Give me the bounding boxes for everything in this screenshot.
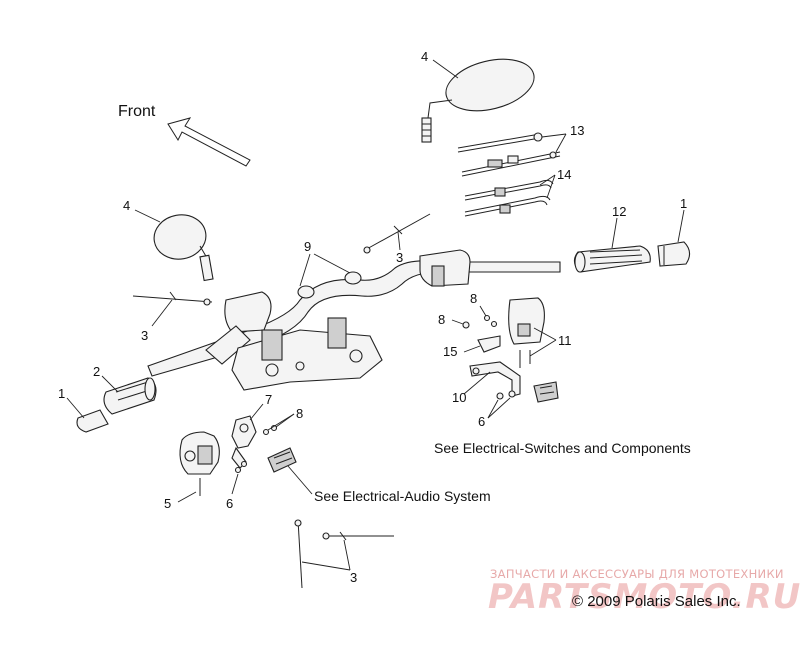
leader-c7	[249, 403, 264, 421]
leader-c11b	[529, 339, 557, 357]
leader-c11a	[533, 327, 557, 341]
callout-13: 13	[570, 123, 584, 138]
nuts-6-left	[234, 460, 248, 474]
leader-c2	[101, 375, 119, 393]
callout-4-left: 4	[123, 198, 130, 213]
handlebar-clamp-assembly	[231, 317, 383, 391]
right-switch-housing	[508, 297, 545, 368]
front-label: Front	[118, 103, 156, 120]
screws-8-mid	[262, 424, 278, 436]
leader-c9a	[299, 253, 311, 287]
cables-14	[464, 179, 554, 217]
leader-c6-right-a	[487, 399, 499, 419]
watermark: ЗАПЧАСТИ И АКСЕССУАРЫ ДЛЯ МОТОТЕХНИКИ PA…	[488, 567, 800, 617]
bracket-15	[477, 335, 501, 353]
callout-5: 5	[164, 496, 171, 511]
throttle-housing	[419, 249, 471, 287]
callout-4-top: 4	[421, 49, 428, 64]
leader-c3-bottom-a	[301, 561, 351, 571]
callout-7: 7	[265, 392, 272, 407]
callout-3-top: 3	[396, 250, 403, 265]
nuts-6-right	[496, 390, 516, 400]
left-switch-housing	[179, 431, 220, 496]
grip-right	[573, 245, 651, 273]
leader-c3-bottom-b	[343, 539, 351, 571]
leader-c14a	[539, 174, 556, 186]
mirror-left	[153, 214, 214, 282]
callout-2: 2	[93, 364, 100, 379]
callout-8-top: 8	[470, 291, 477, 306]
leader-c8-top	[479, 305, 487, 317]
callout-14: 14	[557, 167, 571, 182]
front-arrow-icon	[167, 117, 251, 167]
leader-c13b	[555, 133, 567, 153]
leader-c12	[611, 217, 618, 249]
leader-c6-left	[231, 473, 239, 495]
switch-pad-right	[533, 381, 559, 403]
reference-audio: See Electrical-Audio System	[314, 488, 491, 504]
copyright: © 2009 Polaris Sales Inc.	[572, 593, 741, 610]
callout-1-left: 1	[58, 386, 65, 401]
bar-end-weight-right	[657, 241, 691, 267]
cable-clip-top	[363, 213, 431, 254]
callout-9: 9	[304, 239, 311, 254]
callout-6-right: 6	[478, 414, 485, 429]
bar-end-weight-left	[76, 409, 109, 433]
mirror-right	[421, 58, 535, 143]
callout-15: 15	[443, 344, 457, 359]
callout-6-left: 6	[226, 496, 233, 511]
callout-3-bottom: 3	[350, 570, 357, 585]
leader-c5	[177, 491, 197, 503]
callout-10: 10	[452, 390, 466, 405]
switch-pad-left	[267, 447, 297, 473]
callout-8-mid: 8	[296, 406, 303, 421]
leader-c8-left	[451, 319, 464, 325]
leader-c1-left	[66, 397, 85, 419]
bracket-10	[469, 361, 521, 397]
leader-c15	[463, 345, 481, 353]
leader-c3-left	[151, 299, 173, 327]
watermark-brand: PARTSMOTO.RU	[488, 577, 800, 617]
cable-clip-bottom	[294, 519, 394, 589]
leader-c4-left	[134, 209, 161, 223]
leader-c4-top	[432, 59, 459, 79]
leader-c10	[463, 371, 491, 395]
reference-switches: See Electrical-Switches and Components	[434, 440, 691, 456]
watermark-tagline: ЗАПЧАСТИ И АКСЕССУАРЫ ДЛЯ МОТОТЕХНИКИ	[490, 567, 784, 581]
left-control-housing	[205, 291, 272, 365]
bracket-7	[231, 415, 257, 469]
leader-c1-right	[677, 209, 685, 243]
callout-8-left: 8	[438, 312, 445, 327]
leader-audio	[287, 465, 313, 495]
cables-13	[457, 132, 561, 177]
leader-c9b	[313, 253, 351, 274]
callout-1-right: 1	[680, 196, 687, 211]
clips-9	[297, 271, 362, 299]
leader-c8-mid-b	[275, 413, 295, 428]
screws-8-right	[462, 314, 498, 329]
grip-left	[103, 377, 157, 415]
leader-c14b	[546, 174, 556, 199]
callout-11: 11	[558, 333, 572, 348]
leader-c3-top	[397, 231, 401, 251]
leader-c6-right-b	[487, 397, 511, 419]
cable-clip-left	[132, 291, 213, 306]
leader-c13a	[541, 133, 567, 138]
callout-12: 12	[612, 204, 626, 219]
callout-3-left: 3	[141, 328, 148, 343]
